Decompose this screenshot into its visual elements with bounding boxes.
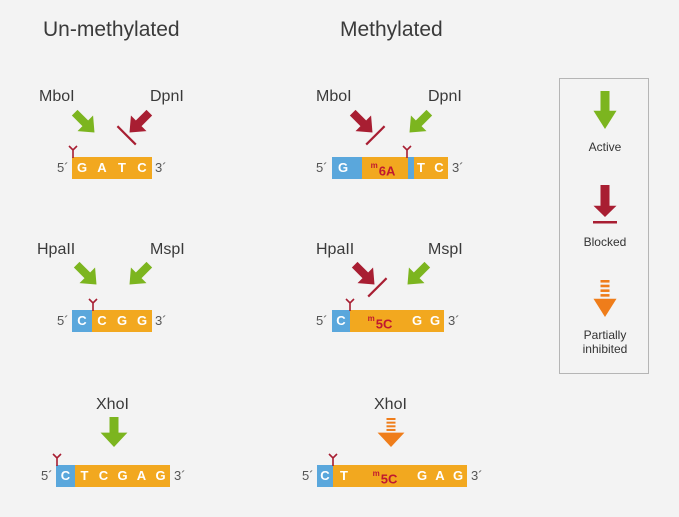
dna-strand-ccgg-methylated: C m5C G G (332, 310, 444, 332)
cut-site-marker-icon (68, 145, 78, 158)
dna-strand-ccgg-unmethylated: C C G G (72, 310, 152, 332)
strand-segment (408, 157, 414, 179)
enzyme-label-mboi-unmethylated: MboI (39, 88, 75, 105)
base: C (97, 313, 107, 328)
base: G (116, 313, 128, 328)
five-prime-label: 5´ (316, 313, 328, 328)
base: G (429, 313, 441, 328)
cut-site-marker-icon (345, 298, 355, 311)
legend-active-arrow-icon (593, 91, 617, 129)
dpni-unmethylated-arrow-icon (116, 109, 153, 146)
enzyme-label-xhoi-unmethylated: XhoI (96, 396, 129, 413)
enzyme-label-mspi-methylated: MspI (428, 241, 463, 258)
legend: Active Blocked Partially inhibited (559, 78, 649, 374)
heading-methylated: Methylated (340, 18, 443, 41)
xhoi-methylated-arrow-icon (377, 418, 405, 447)
three-prime-label: 3´ (155, 160, 167, 175)
cut-site-marker-icon (402, 145, 412, 158)
strand-segment (75, 465, 170, 487)
enzyme-label-xhoi-methylated: XhoI (374, 396, 407, 413)
base: T (80, 468, 89, 483)
base: G (411, 313, 423, 328)
legend-label-active: Active (588, 140, 622, 154)
strand-segment (317, 465, 333, 487)
base: C (336, 313, 346, 328)
mspi-unmethylated-arrow-icon (129, 261, 153, 285)
hpaii-methylated-arrow-icon (351, 261, 388, 298)
dpni-methylated-arrow-icon (409, 109, 433, 133)
methylated-base: m6A (370, 161, 396, 179)
base: A (136, 468, 147, 483)
hpaii-unmethylated-arrow-icon (73, 261, 97, 285)
strand-segment (92, 310, 152, 332)
strand-segment (332, 310, 350, 332)
base: C (77, 313, 87, 328)
three-prime-label: 3´ (174, 468, 186, 483)
base: C (434, 160, 444, 175)
three-prime-label: 3´ (471, 468, 483, 483)
strand-segment (350, 310, 444, 332)
three-prime-label: 3´ (155, 313, 167, 328)
base: G (155, 468, 166, 483)
strand-segment (332, 157, 362, 179)
base: A (435, 468, 445, 483)
base: G (416, 468, 428, 483)
base: T (340, 468, 348, 483)
legend-label-partial: Partially inhibited (560, 328, 650, 356)
five-prime-label: 5´ (302, 468, 314, 483)
methylated-base: m5C (372, 469, 398, 487)
mboi-methylated-arrow-icon (349, 109, 386, 146)
dna-strand-gatc-unmethylated: G A T C (72, 157, 152, 179)
enzyme-label-mspi-unmethylated: MspI (150, 241, 185, 258)
dna-strand-ctcgag-unmethylated: C T C G A G (56, 465, 170, 487)
strand-segment (56, 465, 75, 487)
enzyme-label-dpni-unmethylated: DpnI (150, 88, 184, 105)
strand-segment (362, 157, 408, 179)
base: G (136, 313, 148, 328)
legend-label-partial-line1: Partially (583, 328, 627, 342)
legend-partial-arrow-icon (593, 280, 617, 317)
heading-unmethylated: Un-methylated (43, 18, 180, 41)
five-prime-label: 5´ (41, 468, 53, 483)
cut-site-marker-icon (328, 453, 338, 466)
enzyme-label-hpaii-methylated: HpaII (316, 241, 355, 258)
five-prime-label: 5´ (316, 160, 328, 175)
strand-segment (72, 310, 92, 332)
legend-label-partial-line2: inhibited (582, 342, 628, 356)
base: G (452, 468, 464, 483)
mspi-methylated-arrow-icon (407, 261, 431, 285)
enzyme-label-mboi-methylated: MboI (316, 88, 352, 105)
enzyme-label-dpni-methylated: DpnI (428, 88, 462, 105)
three-prime-label: 3´ (448, 313, 460, 328)
cut-site-marker-icon (52, 453, 62, 466)
base: C (320, 468, 330, 483)
base: C (137, 160, 147, 175)
base: A (97, 160, 107, 175)
base: C (98, 468, 109, 483)
enzyme-label-hpaii-unmethylated: HpaII (37, 241, 76, 258)
base: G (337, 160, 349, 175)
base: G (117, 468, 128, 483)
strand-segment (414, 157, 448, 179)
three-prime-label: 3´ (452, 160, 464, 175)
base: T (118, 160, 126, 175)
methylated-base: m5C (367, 314, 393, 332)
mboi-unmethylated-arrow-icon (71, 109, 95, 133)
cut-site-marker-icon (88, 298, 98, 311)
strand-segment (72, 157, 152, 179)
five-prime-label: 5´ (57, 313, 69, 328)
legend-label-blocked: Blocked (583, 235, 627, 249)
base: G (76, 160, 88, 175)
xhoi-unmethylated-arrow-icon (100, 417, 128, 447)
five-prime-label: 5´ (57, 160, 69, 175)
strand-segment (333, 465, 467, 487)
legend-blocked-arrow-icon (593, 185, 617, 224)
dna-strand-ctcgag-methylated: C T m5C G A G (317, 465, 467, 487)
base: C (60, 468, 71, 483)
base: T (417, 160, 425, 175)
dna-strand-gatc-methylated: G m6A T C (332, 157, 448, 179)
